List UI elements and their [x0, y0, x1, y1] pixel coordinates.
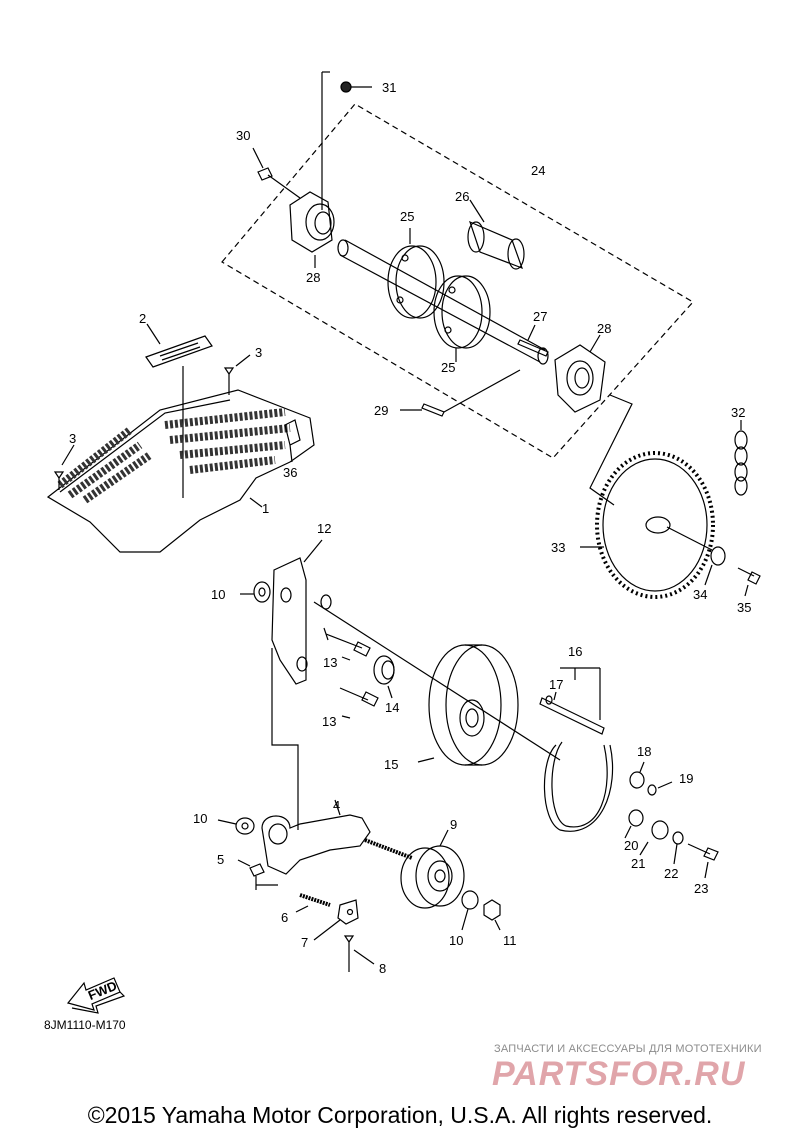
part-1-mesh — [57, 408, 291, 504]
part-31-cap — [340, 81, 372, 93]
callout-4: 4 — [333, 798, 340, 813]
callout-15: 15 — [384, 757, 398, 772]
part-2-label — [145, 323, 213, 498]
part-20-washer — [624, 809, 644, 839]
callout-20: 20 — [624, 838, 638, 853]
callout-10: 10 — [211, 587, 225, 602]
part-18-washer — [629, 761, 645, 789]
part-17-pin — [539, 691, 605, 735]
part-14-bushing — [373, 655, 395, 699]
callout-17: 17 — [549, 677, 563, 692]
callout-32: 32 — [731, 405, 745, 420]
part-7-bracket — [313, 899, 359, 941]
callout-10: 10 — [193, 811, 207, 826]
part-10-washer-low — [461, 890, 479, 931]
watermark-logo: PARTSFOR.RU — [492, 1055, 746, 1093]
part-10-washer-mid — [217, 817, 255, 835]
callout-28: 28 — [306, 270, 320, 285]
callout-2: 2 — [139, 311, 146, 326]
callout-7: 7 — [301, 935, 308, 950]
part-19-clip — [647, 781, 673, 796]
callout-29: 29 — [374, 403, 388, 418]
callout-34: 34 — [693, 587, 707, 602]
part-threaded-shaft — [364, 838, 413, 860]
part-35-bolt — [737, 567, 761, 597]
callout-31: 31 — [382, 80, 396, 95]
callout-22: 22 — [664, 866, 678, 881]
callout-13: 13 — [322, 714, 336, 729]
callout-28: 28 — [597, 321, 611, 336]
callout-23: 23 — [694, 881, 708, 896]
callout-24: 24 — [531, 163, 545, 178]
part-12-bracket — [271, 539, 323, 685]
callout-27: 27 — [533, 309, 547, 324]
part-22-washer — [672, 831, 684, 865]
callout-12: 12 — [317, 521, 331, 536]
part-5-nut — [237, 859, 278, 890]
part-33-sprocket — [580, 451, 715, 599]
part-32-chain — [734, 420, 748, 496]
part-9-idler-pulley — [400, 829, 465, 909]
part-10-washer-top — [240, 581, 271, 603]
callout-10: 10 — [449, 933, 463, 948]
callout-26: 26 — [455, 189, 469, 204]
callout-14: 14 — [385, 700, 399, 715]
callout-25: 25 — [441, 360, 455, 375]
part-3-screw-left — [53, 444, 75, 490]
part-28-bearing-lower — [554, 334, 606, 413]
callout-33: 33 — [551, 540, 565, 555]
diagram-code: 8JM1110-M170 — [44, 1018, 126, 1032]
callout-11: 11 — [503, 933, 517, 948]
callout-9: 9 — [450, 817, 457, 832]
callout-21: 21 — [631, 856, 645, 871]
part-6-spring — [295, 893, 331, 913]
part-27-key — [517, 324, 549, 357]
callout-35: 35 — [737, 600, 751, 615]
callout-36: 36 — [283, 465, 297, 480]
callout-1: 1 — [262, 501, 269, 516]
callout-19: 19 — [679, 771, 693, 786]
part-23-bolt — [687, 843, 719, 879]
part-30-bolt — [252, 147, 301, 199]
part-36-bracket — [284, 419, 301, 463]
part-1-cover — [46, 389, 315, 553]
part-28-bearing-upper — [289, 191, 335, 268]
callout-6: 6 — [281, 910, 288, 925]
part-8-pin — [343, 935, 375, 972]
part-15-clutch-drum — [417, 644, 519, 766]
callout-8: 8 — [379, 961, 386, 976]
callout-5: 5 — [217, 852, 224, 867]
part-26-sleeve — [467, 199, 525, 270]
part-25-hub-lower — [433, 275, 491, 362]
watermark-tagline: ЗАПЧАСТИ И АКСЕССУАРЫ ДЛЯ МОТОТЕХНИКИ — [494, 1043, 762, 1055]
part-4-lever — [261, 799, 371, 875]
part-21-washer — [639, 820, 669, 856]
part-11-nut — [483, 899, 501, 931]
callout-16: 16 — [568, 644, 582, 659]
callout-3: 3 — [255, 345, 262, 360]
callout-30: 30 — [236, 128, 250, 143]
part-16-brake-band — [543, 667, 614, 832]
part-34-washer — [704, 546, 726, 586]
callout-25: 25 — [400, 209, 414, 224]
callout-18: 18 — [637, 744, 651, 759]
part-3-screw-right — [223, 354, 251, 395]
callout-13: 13 — [323, 655, 337, 670]
copyright-notice: ©2015 Yamaha Motor Corporation, U.S.A. A… — [87, 1102, 713, 1128]
part-29-pin — [400, 369, 521, 417]
callout-3: 3 — [69, 431, 76, 446]
part-13-bolt-lower — [339, 687, 379, 719]
part-25-hub-upper — [387, 228, 445, 319]
fwd-arrow-icon — [66, 977, 126, 1014]
part-13-bolt-upper — [323, 627, 371, 661]
